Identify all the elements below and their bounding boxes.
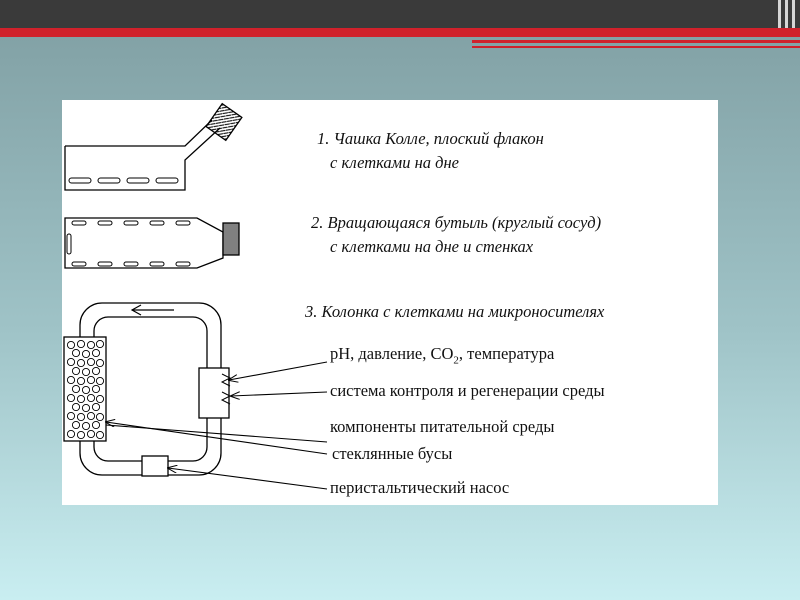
deco-stripe: [778, 0, 781, 28]
label-roller-bottle-2: с клетками на дне и стенках: [330, 237, 534, 256]
label-flat-flask-1: 1. Чашка Колле, плоский флакон: [317, 129, 544, 148]
label-pump: перистальтический насос: [330, 478, 510, 497]
label-nutrients: компоненты питательной среды: [330, 417, 555, 436]
label-parameters: pH, давление, CO2, температура: [330, 344, 554, 370]
accent-bar: [0, 28, 800, 37]
label-column: 3. Колонка с клетками на микроносителях: [305, 302, 605, 321]
label-flat-flask-2: с клетками на дне: [330, 153, 460, 172]
label-control-system: система контроля и регенерации среды: [330, 381, 605, 400]
deco-stripe: [785, 0, 788, 28]
deco-stripe: [792, 0, 795, 28]
diagram-panel: 1. Чашка Колле, плоский флакон с клеткам…: [62, 100, 718, 505]
param-prefix: pH, давление, CO: [330, 344, 454, 363]
label-glass-beads: стеклянные бусы: [332, 444, 453, 463]
nutrient-line: [105, 424, 328, 443]
param-subscript: 2: [453, 354, 459, 367]
pump-unit: [141, 455, 169, 477]
glass-beads: [66, 339, 105, 440]
accent-line: [472, 40, 800, 43]
label-roller-bottle-1: 2. Вращающаяся бутыль (круглый сосуд): [311, 213, 602, 232]
accent-line: [472, 46, 800, 48]
flask-cells: [68, 177, 179, 184]
flat-flask: [64, 102, 243, 191]
param-suffix: , температура: [458, 344, 555, 363]
bottle-cells: [66, 220, 191, 267]
flow-arrow: [130, 304, 174, 316]
diagram-drawing: [63, 102, 328, 490]
title-bar: [0, 0, 800, 28]
sensor-probes: [220, 373, 232, 405]
roller-bottle: [64, 217, 240, 269]
